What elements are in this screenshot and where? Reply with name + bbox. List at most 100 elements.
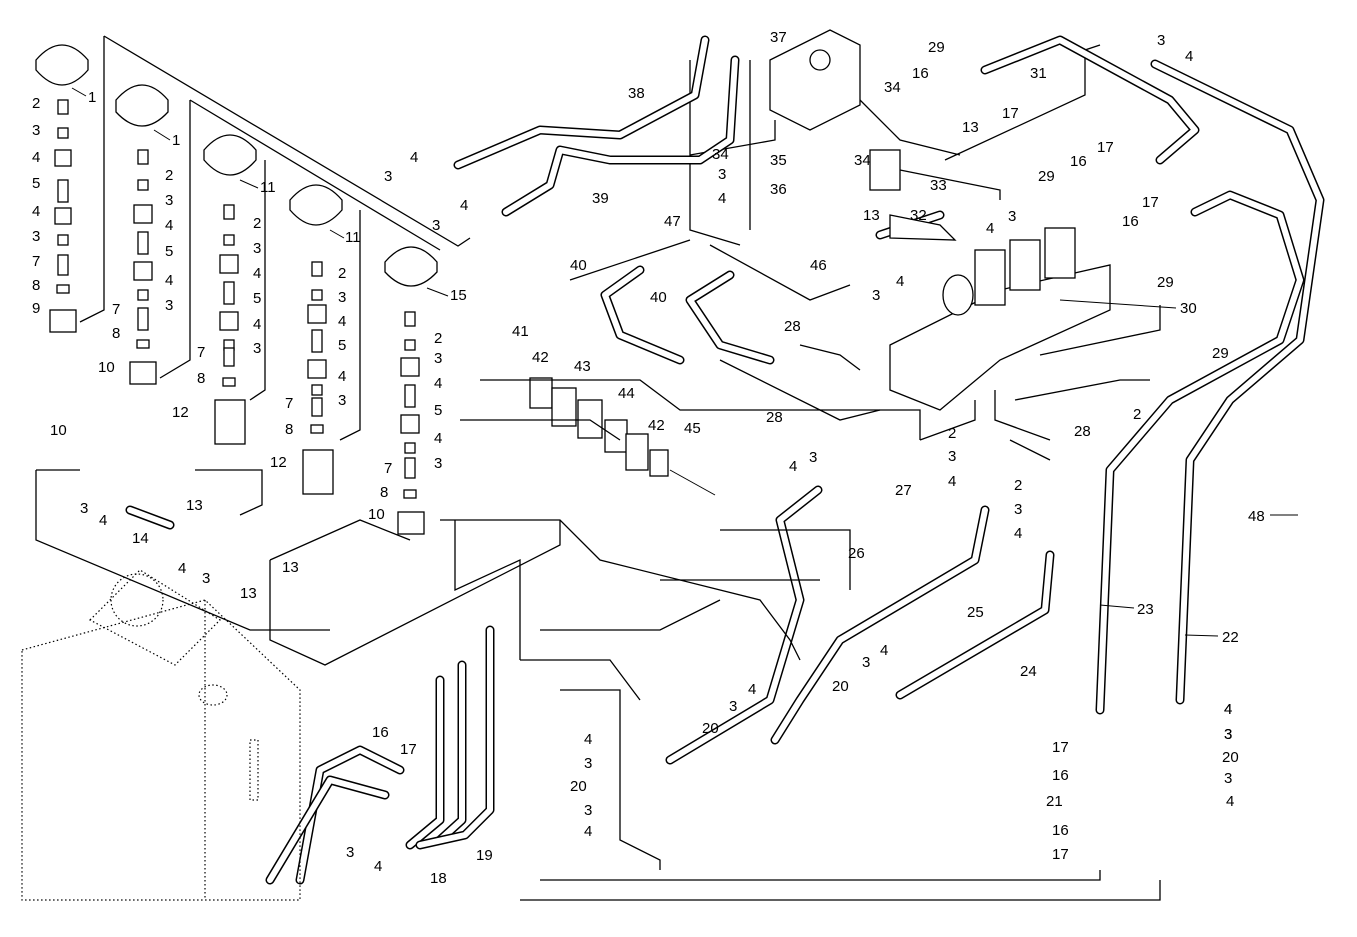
callout-43a: 43 (574, 358, 591, 375)
callout-11a: 11 (260, 179, 276, 196)
callout-10b: 10 (368, 506, 385, 523)
callout-3k: 3 (80, 500, 88, 517)
callout-10a: 10 (98, 359, 115, 376)
callout-5b: 5 (165, 243, 173, 260)
callout-33a: 33 (930, 177, 947, 194)
callout-29b: 29 (1038, 168, 1055, 185)
callout-3u: 3 (809, 449, 817, 466)
callout-13b: 13 (282, 559, 299, 576)
callout-4g: 4 (338, 313, 346, 330)
callout-14a: 14 (132, 530, 149, 547)
callout-3aa: 3 (1224, 770, 1232, 787)
callout-34a: 34 (884, 79, 901, 96)
callout-4m: 4 (410, 149, 418, 166)
callout-29d: 29 (1212, 345, 1229, 362)
callout-46a: 46 (810, 257, 827, 274)
callout-4z: 4 (584, 823, 592, 840)
outline-background (440, 379, 1161, 901)
callout-38a: 38 (628, 85, 645, 102)
callout-4i: 4 (434, 375, 442, 392)
callout-4b: 4 (32, 203, 40, 220)
callout-3q: 3 (1008, 208, 1016, 225)
callout-4h: 4 (338, 368, 346, 385)
callout-47a: 47 (664, 213, 681, 230)
callout-17e: 17 (1052, 846, 1069, 863)
callout-4s: 4 (948, 473, 956, 490)
callout-22a: 22 (1222, 629, 1239, 646)
callout-7e: 7 (384, 460, 392, 477)
callout-3x: 3 (1224, 726, 1232, 743)
callout-7b: 7 (112, 301, 120, 318)
callout-40a: 40 (570, 257, 587, 274)
accumulators (35, 44, 438, 287)
callout-4l: 4 (178, 560, 186, 577)
callout-48a: 48 (1248, 508, 1265, 525)
callout-3f: 3 (253, 340, 261, 357)
callout-28a: 28 (784, 318, 801, 335)
callout-4x: 4 (1224, 701, 1232, 718)
callout-17f: 17 (400, 741, 417, 758)
callout-1a: 1 (88, 89, 96, 106)
callout-20d: 20 (1222, 749, 1239, 766)
valve-block (769, 29, 1111, 411)
callout-3t: 3 (1014, 501, 1022, 518)
callout-3h: 3 (338, 392, 346, 409)
callout-4k: 4 (99, 512, 107, 529)
callout-3v: 3 (862, 654, 870, 671)
callout-4r: 4 (896, 273, 904, 290)
callout-13a: 13 (186, 497, 203, 514)
callout-16a: 16 (912, 65, 929, 82)
callout-8e: 8 (380, 484, 388, 501)
callout-18a: 18 (430, 870, 447, 887)
callout-2h: 2 (1014, 477, 1022, 494)
callout-5d: 5 (338, 337, 346, 354)
callout-7d: 7 (285, 395, 293, 412)
callout-3w: 3 (729, 698, 737, 715)
callout-13d: 13 (962, 119, 979, 136)
callout-16d: 16 (1052, 767, 1069, 784)
callout-19a: 19 (476, 847, 493, 864)
callout-35a: 35 (770, 152, 787, 169)
fitting-stacks (49, 99, 425, 535)
callout-16b: 16 (1070, 153, 1087, 170)
callout-27a: 27 (895, 482, 912, 499)
callout-4q: 4 (986, 220, 994, 237)
callout-3g: 3 (338, 289, 346, 306)
callout-2d: 2 (338, 265, 346, 282)
callout-3m: 3 (384, 168, 392, 185)
callout-36a: 36 (770, 181, 787, 198)
callout-28c: 28 (1074, 423, 1091, 440)
callout-3p: 3 (718, 166, 726, 183)
callout-17c: 17 (1142, 194, 1159, 211)
callout-42a: 42 (532, 349, 549, 366)
callout-31a: 31 (1030, 65, 1047, 82)
callout-3j: 3 (434, 455, 442, 472)
callout-15a: 15 (450, 287, 467, 304)
callout-2a: 2 (32, 95, 40, 112)
callout-4ac: 4 (374, 858, 382, 875)
callout-8c: 8 (197, 370, 205, 387)
callout-4j: 4 (434, 430, 442, 447)
callout-4aa: 4 (1226, 793, 1234, 810)
callout-25a: 25 (967, 604, 984, 621)
callout-17b: 17 (1097, 139, 1114, 156)
callout-3n: 3 (432, 217, 440, 234)
callout-40b: 40 (650, 289, 667, 306)
callout-4ab: 4 (1224, 701, 1232, 718)
callout-12a: 12 (172, 404, 189, 421)
callout-4o: 4 (1185, 48, 1193, 65)
callout-20a: 20 (832, 678, 849, 695)
callout-2c: 2 (253, 215, 261, 232)
callout-17d: 17 (1052, 739, 1069, 756)
callout-8b: 8 (112, 325, 120, 342)
callout-4a: 4 (32, 149, 40, 166)
callout-16e: 16 (1052, 822, 1069, 839)
callout-3d: 3 (165, 297, 173, 314)
callout-45a: 45 (684, 420, 701, 437)
callout-3c: 3 (165, 192, 173, 209)
callout-2f: 2 (1133, 406, 1141, 423)
callout-34b: 34 (712, 146, 729, 163)
callout-12b: 12 (270, 454, 287, 471)
callout-37a: 37 (770, 29, 787, 46)
